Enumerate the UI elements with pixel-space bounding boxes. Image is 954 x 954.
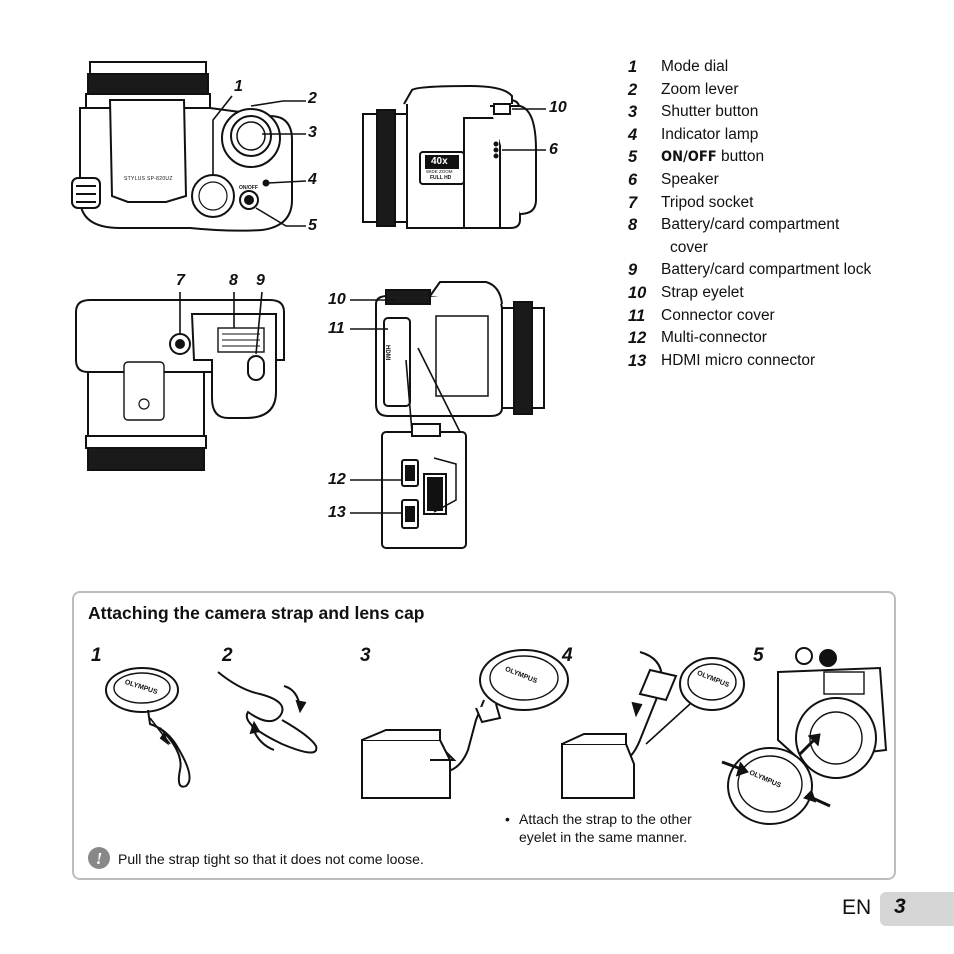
step-5-number: 5	[753, 645, 764, 666]
part-number: 2	[628, 80, 638, 99]
step4-bullet: •	[505, 811, 510, 827]
parts-list-item: 11 Connector cover	[628, 305, 928, 328]
part-label: Speaker	[661, 170, 719, 188]
part-number: 9	[628, 261, 638, 280]
parts-list-item: 6 Speaker	[628, 169, 928, 192]
callout-10-connector: 10	[328, 291, 346, 308]
parts-list-item: 7 Tripod socket	[628, 192, 928, 215]
step-2-number: 2	[222, 645, 233, 666]
onoff-engraving: ON/OFF	[239, 185, 258, 191]
parts-list-item: 9 Battery/card compartment lock	[628, 259, 928, 282]
callout-10-side: 10	[549, 99, 567, 116]
part-label-continued: cover	[670, 238, 708, 256]
part-number: 1	[628, 58, 638, 76]
part-number: 11	[628, 306, 646, 325]
strap-section: Attaching the camera strap and lens cap	[72, 591, 896, 880]
parts-list-item: 12 Multi-connector	[628, 327, 928, 350]
wide-zoom-text: WIDE ZOOM	[426, 169, 453, 174]
part-label: Connector cover	[661, 306, 775, 324]
part-number: 13	[628, 351, 647, 370]
caution-icon: !	[88, 847, 110, 869]
part-label: Strap eyelet	[661, 283, 744, 301]
callout-8: 8	[229, 272, 238, 289]
part-number: 7	[628, 193, 638, 212]
part-number: 10	[628, 283, 647, 302]
callout-7: 7	[176, 272, 185, 289]
strap-section-title: Attaching the camera strap and lens cap	[88, 603, 425, 623]
part-label-bold: ON/OFF	[661, 149, 717, 166]
part-label-rest: button	[716, 148, 765, 166]
part-label: Shutter button	[661, 103, 759, 121]
zoom-badge-text: 40x	[431, 156, 448, 167]
callout-2: 2	[308, 90, 317, 107]
callout-3: 3	[308, 124, 317, 141]
step-4-number: 4	[562, 645, 573, 666]
part-number: 3	[628, 103, 638, 122]
footer-language: EN	[842, 896, 872, 919]
step-1-number: 1	[91, 645, 102, 666]
part-number: 6	[628, 170, 638, 189]
part-label: Indicator lamp	[661, 125, 759, 143]
part-number: 5	[628, 148, 638, 167]
step4-note-line2: eyelet in the same manner.	[519, 829, 688, 845]
step4-note-line1: Attach the strap to the other	[519, 811, 692, 827]
callout-13: 13	[328, 504, 346, 521]
callout-1: 1	[234, 78, 243, 95]
part-label: Battery/card compartment lock	[661, 261, 872, 279]
full-hd-text: FULL HD	[430, 175, 452, 181]
part-number: 8	[628, 216, 638, 235]
parts-list-item: 2 Zoom lever	[628, 79, 928, 102]
part-number: 12	[628, 329, 647, 348]
callout-6: 6	[549, 141, 558, 158]
parts-list-item: 10 Strap eyelet	[628, 282, 928, 305]
parts-list-item: 4 Indicator lamp	[628, 124, 928, 147]
footer-page-number: 3	[894, 895, 906, 918]
parts-list-item: 13 HDMI micro connector	[628, 350, 928, 373]
part-label: HDMI micro connector	[661, 351, 816, 369]
svg-text:!: !	[96, 849, 103, 868]
part-label: Tripod socket	[661, 193, 754, 211]
footer-page-tab	[880, 892, 954, 926]
part-number: 4	[628, 125, 638, 144]
step-3-number: 3	[360, 645, 371, 666]
part-label: Mode dial	[661, 58, 729, 75]
parts-list: 1 Mode dial 2 Zoom lever 3 Shutter button 4…	[628, 56, 928, 372]
parts-list-item: 3 Shutter button	[628, 101, 928, 124]
part-label: Zoom lever	[661, 80, 739, 98]
part-label: ON/OFF button	[661, 148, 764, 165]
part-label: Battery/card compartment	[661, 216, 840, 234]
part-label: Multi-connector	[661, 329, 767, 347]
model-name-text: STYLUS SP-820UZ	[124, 176, 173, 182]
parts-list-item: 8 Battery/card compartment cover	[628, 214, 928, 259]
callout-5: 5	[308, 217, 317, 234]
callout-11: 11	[328, 320, 345, 337]
tip-text: Pull the strap tight so that it does not…	[118, 851, 424, 867]
callout-4: 4	[308, 171, 317, 188]
parts-list-item: 5 ON/OFF button	[628, 146, 928, 169]
callout-9: 9	[256, 272, 265, 289]
parts-list-item: 1 Mode dial	[628, 56, 928, 79]
callout-12: 12	[328, 471, 346, 488]
